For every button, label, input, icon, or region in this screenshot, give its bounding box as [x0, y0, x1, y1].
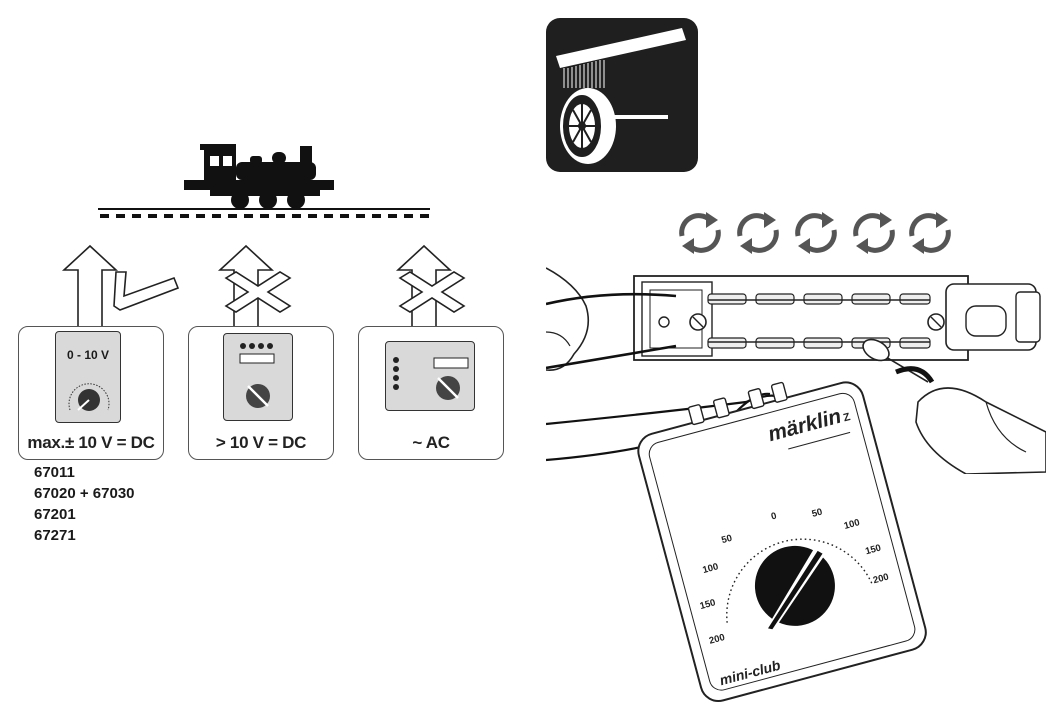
wheel-brush-icon: [546, 18, 698, 172]
panel-dc-ok: 0 - 10 V max.± 10 V = DC: [18, 326, 164, 460]
scale-label-left-50: 50: [720, 533, 733, 546]
indicator-lights-icon: [393, 357, 469, 400]
transformer-device: [385, 341, 475, 411]
item-number-list: 67011 67020 + 67030 67201 67271: [34, 462, 135, 546]
scale-label-left-150: 150: [699, 597, 717, 612]
dial-icon: [68, 383, 110, 411]
controller-body: [637, 381, 927, 703]
indicator-lights-icon: [239, 343, 275, 364]
item-number: 67271: [34, 527, 76, 544]
scale-label-left-100: 100: [701, 561, 719, 576]
scale-label-zero: 0: [770, 510, 778, 522]
scale-label-left-200: 200: [708, 632, 726, 647]
panel-dc-high: > 10 V = DC: [188, 326, 334, 460]
cross-icon: [224, 271, 292, 313]
panel-label: ~ AC: [412, 433, 450, 452]
panel-ac: ~ AC: [358, 326, 504, 460]
device-voltage-label: 0 - 10 V: [66, 348, 110, 362]
transformer-device: [223, 333, 293, 421]
speed-scale: 200 150 100 50 0 50 100 150 200: [699, 506, 890, 647]
item-number: 67020 + 67030: [34, 485, 135, 502]
track-line: [98, 208, 430, 218]
scale-label-right-50: 50: [811, 506, 824, 519]
item-number: 67011: [34, 464, 75, 481]
locomotive-icon: [184, 144, 334, 209]
transformer-device: 0 - 10 V: [55, 331, 121, 423]
scale-label-right-100: 100: [843, 517, 861, 532]
scale-label-right-200: 200: [872, 572, 890, 587]
rotate-arrows-icon: [676, 210, 966, 256]
dial-icon: [246, 384, 270, 408]
speed-controller: märklinZ 200 150 100 50 0 50 100 150 200…: [625, 358, 934, 710]
panel-label: max.± 10 V = DC: [27, 433, 155, 452]
scale-label-right-150: 150: [864, 543, 882, 558]
cross-icon: [398, 271, 466, 313]
item-number: 67201: [34, 506, 76, 523]
panel-label: > 10 V = DC: [215, 433, 307, 452]
checkmark-icon: [113, 271, 180, 311]
